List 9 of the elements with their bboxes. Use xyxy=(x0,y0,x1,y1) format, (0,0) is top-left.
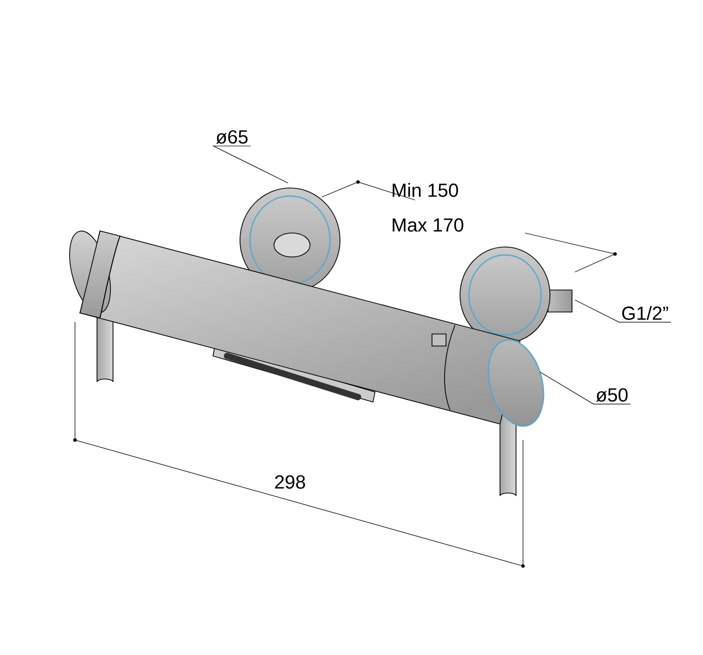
dimension-label: Min 150 xyxy=(392,183,458,197)
dimension-label: Max 170 xyxy=(392,218,464,232)
dimension-label: G1/2” xyxy=(622,306,668,320)
leader-line xyxy=(212,146,288,184)
dimension-label: ø65 xyxy=(216,130,248,144)
leader-line xyxy=(540,372,631,404)
leader-line xyxy=(574,300,672,322)
dimension-label: ø50 xyxy=(596,388,628,402)
dimension-label: 298 xyxy=(275,475,306,489)
